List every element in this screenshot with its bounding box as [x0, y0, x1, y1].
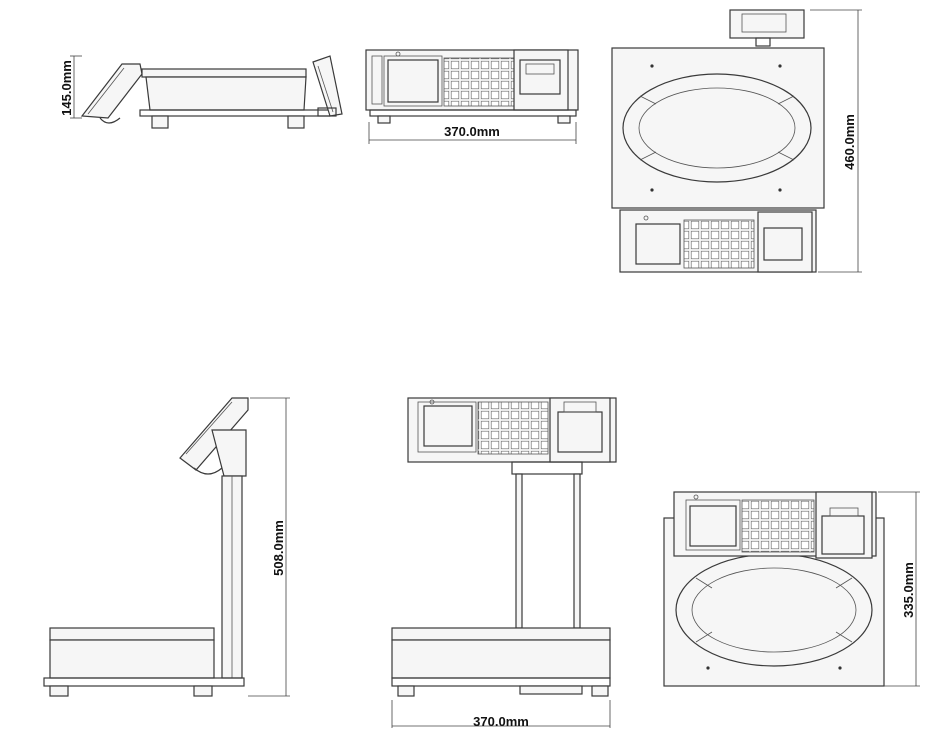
pole-plan-view	[663, 491, 885, 687]
dimension-508-label: 508.0mm	[271, 520, 286, 576]
dimension-508-line	[248, 397, 290, 697]
dimension-460-label: 460.0mm	[842, 114, 857, 170]
dimension-335-label: 335.0mm	[901, 562, 916, 618]
dimension-145-line	[70, 55, 82, 119]
dimension-370-top-label: 370.0mm	[444, 124, 500, 139]
countertop-plan-view	[611, 9, 825, 273]
dimension-145-label: 145.0mm	[59, 60, 74, 116]
dimension-370-bottom-label: 370.0mm	[473, 714, 529, 729]
pole-side-view	[43, 397, 249, 697]
pole-front-view	[391, 397, 617, 697]
dimension-370-top-line	[368, 122, 577, 144]
dimension-335-line	[878, 491, 920, 687]
countertop-side-view	[80, 55, 343, 129]
dimension-460-line	[810, 9, 862, 273]
dimension-370-bottom-line	[391, 700, 611, 728]
countertop-front-view	[365, 49, 579, 124]
